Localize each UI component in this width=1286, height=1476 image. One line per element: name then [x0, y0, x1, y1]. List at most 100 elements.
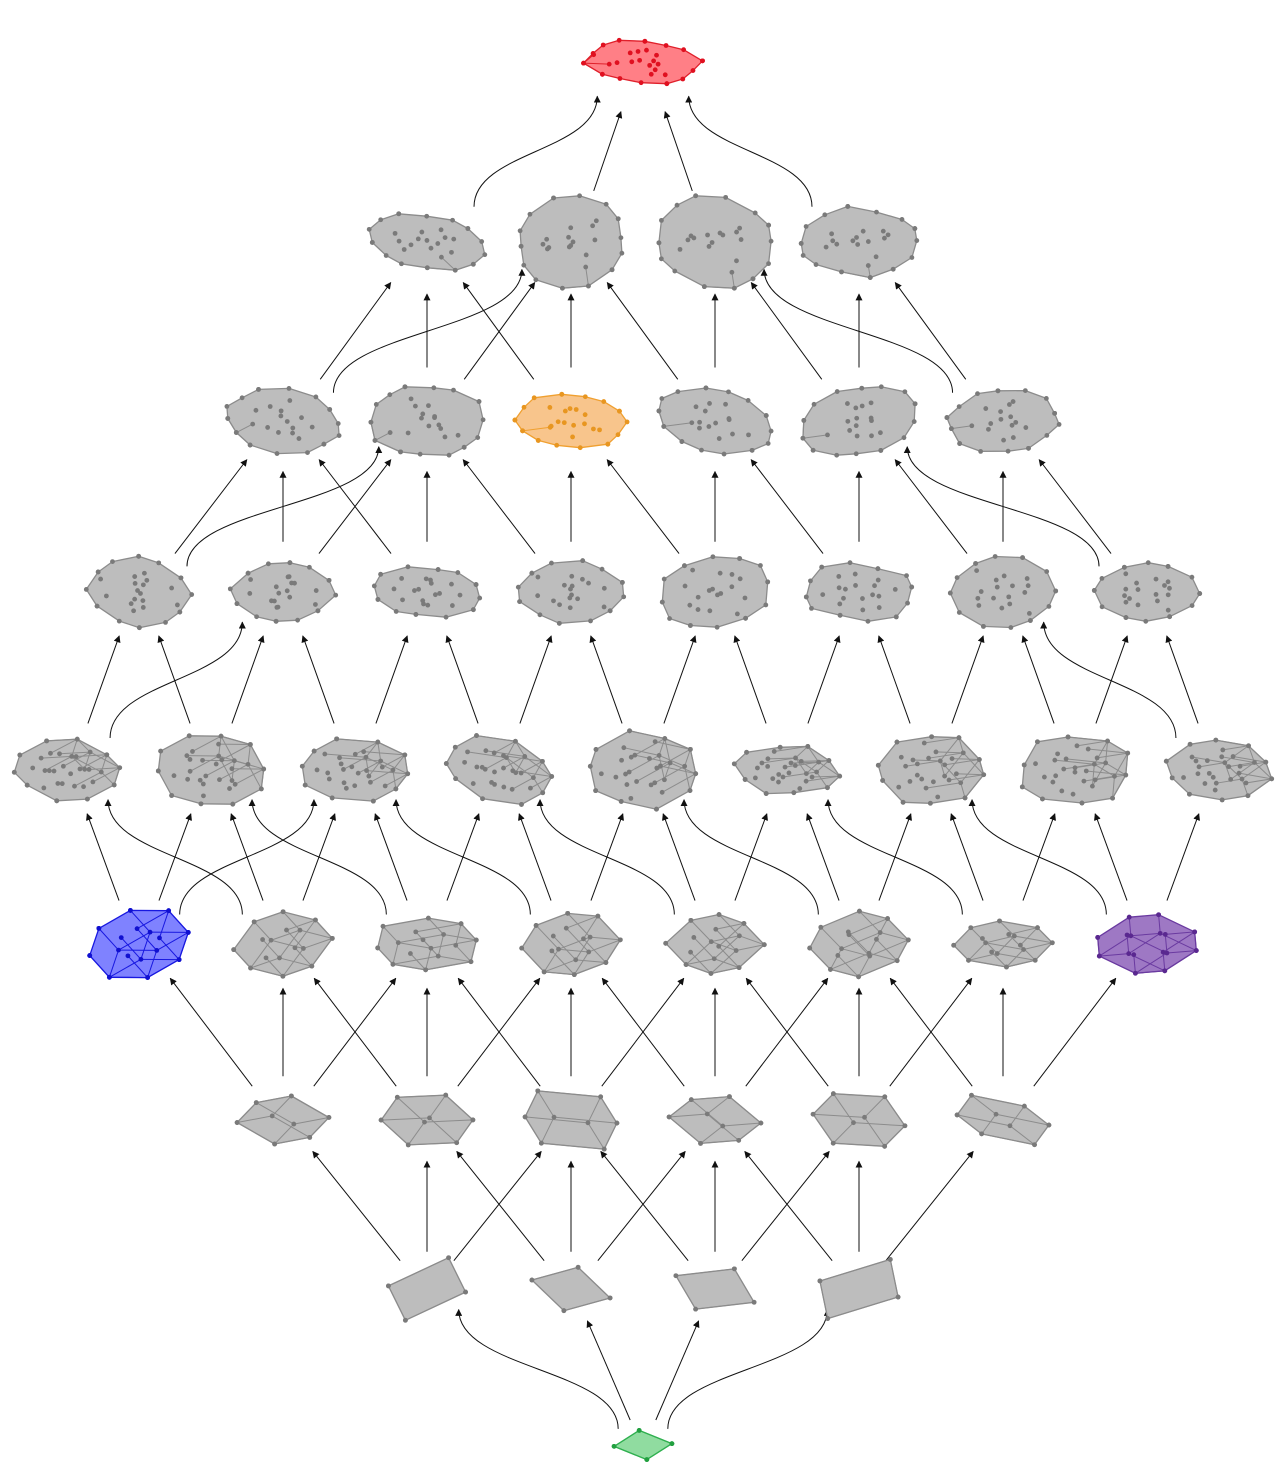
polytope-vertex	[688, 788, 693, 793]
polytope-vertex	[582, 421, 587, 426]
cover-edge-arrow	[303, 636, 334, 723]
polytope-vertex	[474, 765, 479, 770]
polytope-vertex	[394, 609, 399, 614]
polytope-vertex	[1052, 758, 1057, 763]
polytope-node	[660, 554, 770, 629]
cover-edge-arrow	[313, 1151, 400, 1260]
polytope-vertex	[678, 247, 683, 252]
polytope-vertex	[1007, 402, 1012, 407]
polytope-vertex	[1100, 604, 1105, 609]
polytope-vertex	[600, 72, 605, 77]
polytope-vertex	[908, 779, 913, 784]
polytope-vertex	[899, 755, 904, 760]
polytope-vertex	[760, 761, 765, 766]
polytope-vertex	[131, 608, 136, 613]
polytope-vertex	[564, 926, 569, 931]
polytope-vertex	[1222, 760, 1227, 765]
polytope-vertex	[999, 606, 1004, 611]
cover-edge-arrow	[886, 1151, 973, 1260]
polytope-vertex	[882, 1144, 887, 1149]
polytope-vertex	[807, 946, 812, 951]
cover-edge-arrow	[951, 814, 983, 901]
polytope-vertex	[765, 764, 770, 769]
polytope-vertex	[99, 770, 104, 775]
polytope-vertex	[706, 424, 711, 429]
polytope-vertex	[54, 798, 59, 803]
polytope-vertex	[480, 796, 485, 801]
polytope-vertex	[285, 588, 290, 593]
polytope-node	[588, 728, 698, 811]
polytope-vertex	[615, 60, 620, 65]
polytope-vertex	[544, 237, 549, 242]
polytope-vertex	[248, 443, 253, 448]
polytope-vertex	[453, 776, 458, 781]
polytope-vertex	[184, 753, 189, 758]
cover-edge-arrow	[952, 636, 983, 723]
polytope-vertex	[837, 774, 842, 779]
polytope-vertex	[732, 286, 737, 291]
polytope-vertex	[955, 575, 960, 580]
polytope-vertex	[444, 615, 449, 620]
polytope-vertex	[287, 386, 292, 391]
polytope-vertex	[1081, 779, 1086, 784]
polytope-vertex	[594, 747, 599, 752]
polytope-vertex	[888, 1257, 893, 1262]
polytope-vertex	[61, 764, 66, 769]
polytope-vertex	[616, 216, 621, 221]
polytope-vertex	[519, 244, 524, 249]
polytope-vertex	[325, 771, 330, 776]
polytope-vertex	[369, 420, 374, 425]
polytope-vertex	[141, 582, 146, 587]
polytope-vertex	[400, 597, 405, 602]
polytope-node	[156, 733, 266, 806]
polytope-vertex	[1211, 775, 1216, 780]
polytope-vertex	[957, 735, 962, 740]
polytope-vertex	[766, 441, 771, 446]
polytope-vertex	[653, 739, 658, 744]
polytope-vertex	[763, 603, 768, 608]
cover-edge-arrow	[87, 814, 119, 901]
polytope-vertex	[594, 218, 599, 223]
polytope-vertex	[225, 416, 230, 421]
polytope-vertex	[413, 612, 418, 617]
polytope-vertex	[880, 778, 885, 783]
polytope-vertex	[690, 568, 695, 573]
polytope-vertex	[689, 420, 694, 425]
polytope-node	[300, 736, 410, 803]
polytope-vertex	[175, 603, 180, 608]
polytope-vertex	[949, 426, 954, 431]
polytope-vertex	[1123, 571, 1128, 576]
polytope-vertex	[547, 405, 552, 410]
polytope-vertex	[657, 409, 662, 414]
polytope-vertex	[1207, 771, 1212, 776]
polytope-vertex	[1061, 767, 1066, 772]
polytope-vertex	[337, 755, 342, 760]
cover-edge-arrow	[474, 96, 597, 206]
polytope-vertex	[379, 1118, 384, 1123]
polytope-node-orange	[513, 392, 630, 450]
polytope-vertex	[1071, 792, 1076, 797]
polytope-vertex	[230, 802, 235, 807]
polytope-vertex	[462, 445, 467, 450]
polytope-vertex	[287, 574, 292, 579]
polytope-vertex	[292, 581, 297, 586]
polytope-vertex	[1008, 625, 1013, 630]
polytope-vertex	[743, 596, 748, 601]
polytope-vertex	[475, 435, 480, 440]
polytope-vertex	[983, 940, 988, 945]
polytope-vertex	[914, 238, 919, 243]
polytope-vertex	[588, 764, 593, 769]
polytope-vertex	[781, 775, 786, 780]
polytope-vertex	[559, 392, 564, 397]
polytope-vertex	[846, 930, 851, 935]
polytope-vertex	[451, 237, 456, 242]
polytope-vertex	[406, 431, 411, 436]
polytope-vertex	[922, 741, 927, 746]
polytope-vertex	[179, 575, 184, 580]
polytope-vertex	[752, 1300, 757, 1305]
polytope-vertex	[607, 62, 612, 67]
polytope-vertex	[723, 195, 728, 200]
polytope-vertex	[860, 404, 865, 409]
polytope-vertex	[406, 1143, 411, 1148]
polytope-vertex	[975, 596, 980, 601]
